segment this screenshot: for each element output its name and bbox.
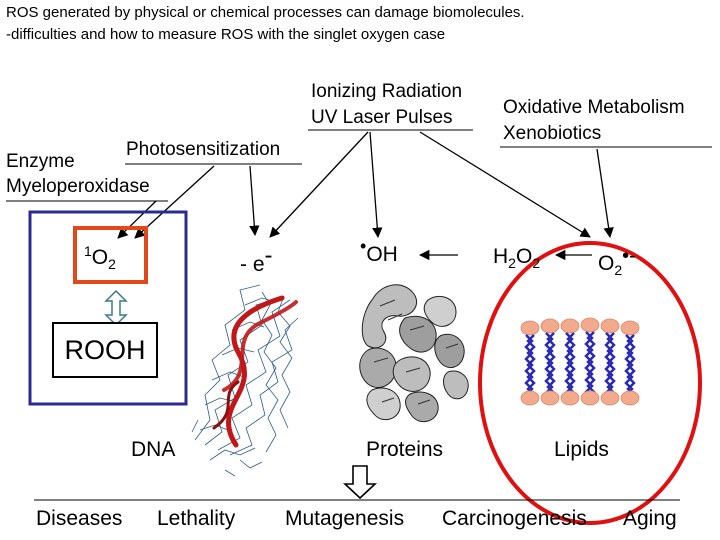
lipid-tails [524,331,636,399]
carcinogenesis-label: Carcinogenesis [442,507,587,530]
singlet-oxygen-sub: 2 [108,256,116,273]
lipid-heads-top [520,317,640,336]
lipid-heads-bottom [520,390,640,406]
singlet-oxygen: 1O2 [84,244,116,271]
h2o2-sub1: 2 [508,255,516,272]
ionizing-radiation-label: Ionizing Radiation [311,81,463,102]
rooh-box: ROOH [52,322,158,378]
diseases-label: Diseases [36,507,123,530]
singlet-oxygen-sup: 1 [84,243,92,259]
hydroxyl-radical: •OH [360,237,398,266]
superoxide-base: O [598,252,615,275]
hydrogen-peroxide: H2O2 [493,246,540,270]
superoxide: O2•- [598,246,636,277]
proteins-label: Proteins [366,438,444,461]
electron-base: - e [240,253,265,276]
arrow-ionizing-to-oh [369,131,383,239]
myeloperoxidase-label: Myeloperoxidase [6,176,150,197]
arrow-myeloperoxidase-to-1o2 [117,200,157,239]
hydroxyl-base: OH [366,243,398,266]
hydroxyl-dot: • [360,236,367,256]
enzyme-label: Enzyme [6,151,75,172]
lipids-label: Lipids [554,438,609,461]
xenobiotics-label: Xenobiotics [503,123,602,144]
arrow-oxidative-to-superoxide [596,148,614,239]
outcome-arrow [342,465,378,500]
mutagenesis-label: Mutagenesis [285,507,405,530]
lethality-label: Lethality [157,507,236,530]
h2o2-sub2: 2 [532,255,541,272]
dna-illustration [191,284,299,477]
singlet-oxygen-base: O [91,246,109,269]
superoxide-sub: 2 [614,262,623,279]
electron-sup: - [264,242,273,269]
h2o2-h: H [493,245,509,268]
arrow-ionizing-to-electron [269,131,369,238]
protein-illustration [359,284,469,423]
lipids-highlight-ellipse [478,241,702,525]
singlet-oxygen-box [28,210,188,406]
oxidative-metabolism-label: Oxidative Metabolism [503,97,685,118]
singlet-oxygen-highlight [73,226,148,284]
h2o2-o: O [515,245,533,268]
photosensitization-label: Photosensitization [126,139,281,160]
dna-label: DNA [131,438,176,461]
aging-label: Aging [623,507,677,530]
arrow-ionizing-to-superoxide [419,131,591,238]
arrow-photosens-to-1o2 [134,165,215,239]
lipid-bilayer [478,241,702,525]
uv-laser-label: UV Laser Pulses [311,107,453,128]
header-line-2: -difficulties and how to measure ROS wit… [6,26,446,43]
header-line-1: ROS generated by physical or chemical pr… [6,4,525,21]
electron: - e- [240,242,273,276]
arrow-photosens-to-electron [249,165,260,237]
o2-rooh-exchange-arrow [104,289,128,327]
superoxide-sup: •- [622,245,636,267]
